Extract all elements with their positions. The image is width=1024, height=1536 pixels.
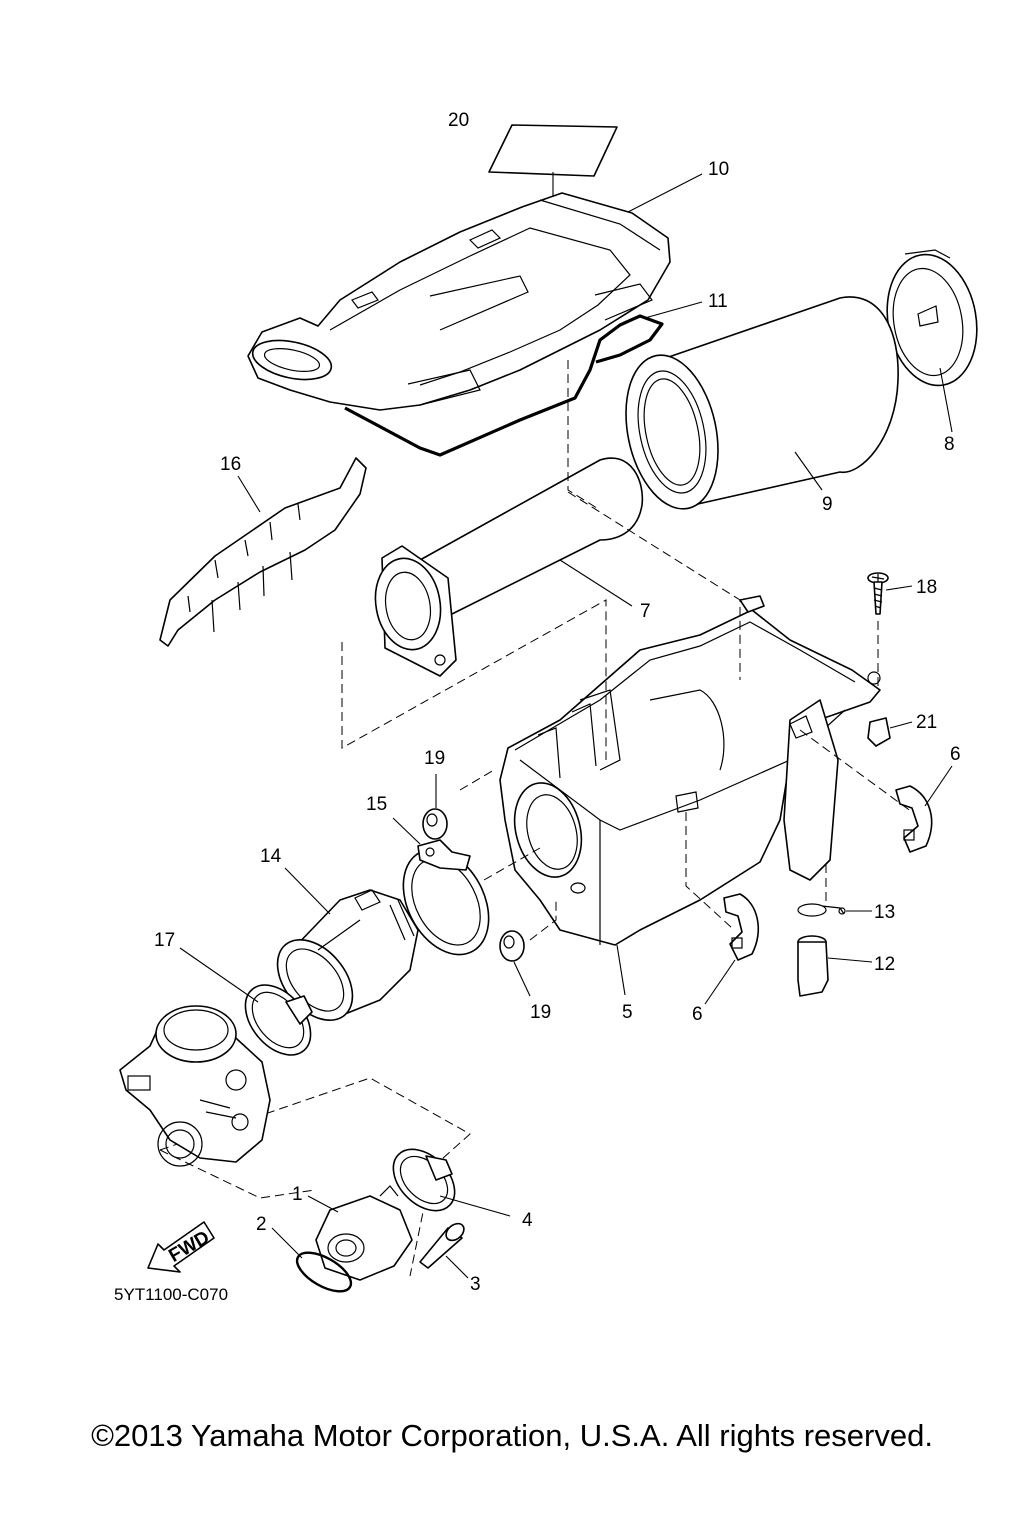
drawing-code: 5YT1100-C070 bbox=[114, 1285, 228, 1304]
callout-9: 9 bbox=[822, 494, 833, 515]
callout-8: 8 bbox=[944, 434, 955, 455]
callout-20: 20 bbox=[448, 110, 469, 131]
callout-11: 11 bbox=[708, 291, 728, 312]
part-5-air-box bbox=[499, 595, 881, 996]
part-13-hose-clip bbox=[797, 903, 872, 917]
part-10-airbox-cap bbox=[247, 173, 703, 411]
callout-3: 3 bbox=[470, 1274, 481, 1295]
callout-4: 4 bbox=[522, 1210, 533, 1231]
callout-7: 7 bbox=[640, 601, 651, 622]
callout-1: 1 bbox=[292, 1184, 303, 1205]
callout-13: 13 bbox=[874, 902, 895, 923]
part-19-grommet-lower bbox=[499, 930, 531, 997]
part-3-bolt bbox=[419, 1222, 469, 1279]
callout-21: 21 bbox=[916, 712, 937, 733]
callout-2: 2 bbox=[256, 1214, 267, 1235]
callout-19-lower: 19 bbox=[530, 1002, 551, 1023]
callout-5: 5 bbox=[622, 1002, 633, 1023]
callout-12: 12 bbox=[874, 954, 895, 975]
part-16-seal-strip bbox=[159, 457, 367, 647]
part-18-screw bbox=[867, 572, 913, 615]
part-1-carburetor-joint bbox=[307, 1185, 413, 1281]
callout-19-upper: 19 bbox=[424, 748, 445, 769]
part-4-clamp-band bbox=[392, 1148, 511, 1217]
part-6-clip-upper bbox=[895, 765, 953, 853]
part-11-cap-gasket bbox=[344, 301, 703, 457]
callout-6-lower: 6 bbox=[692, 1004, 703, 1025]
part-12-drain-cap bbox=[797, 935, 873, 997]
part-7-inner-element bbox=[374, 457, 644, 677]
callout-10: 10 bbox=[708, 159, 729, 180]
callout-18: 18 bbox=[916, 577, 937, 598]
callout-17: 17 bbox=[154, 930, 175, 951]
part-17-band bbox=[179, 947, 313, 1056]
callout-6-upper: 6 bbox=[950, 744, 961, 765]
part-2-o-ring bbox=[271, 1227, 353, 1293]
carburetor-reference bbox=[119, 1005, 271, 1167]
callout-16: 16 bbox=[220, 454, 241, 475]
callout-15: 15 bbox=[366, 794, 387, 815]
callout-labels: 20 10 11 8 16 9 18 7 21 6 19 15 14 13 17… bbox=[154, 110, 961, 1295]
forward-arrow-icon: FWD bbox=[147, 1221, 215, 1273]
part-21-nut bbox=[867, 717, 913, 747]
part-15-hose-clamp bbox=[392, 817, 490, 956]
callout-14: 14 bbox=[260, 846, 282, 867]
part-9-element-sleeve bbox=[625, 296, 899, 510]
part-6-clip-lower bbox=[704, 893, 760, 1005]
part-19-grommet-upper bbox=[422, 774, 448, 840]
copyright-notice: ©2013 Yamaha Motor Corporation, U.S.A. A… bbox=[91, 1418, 933, 1453]
